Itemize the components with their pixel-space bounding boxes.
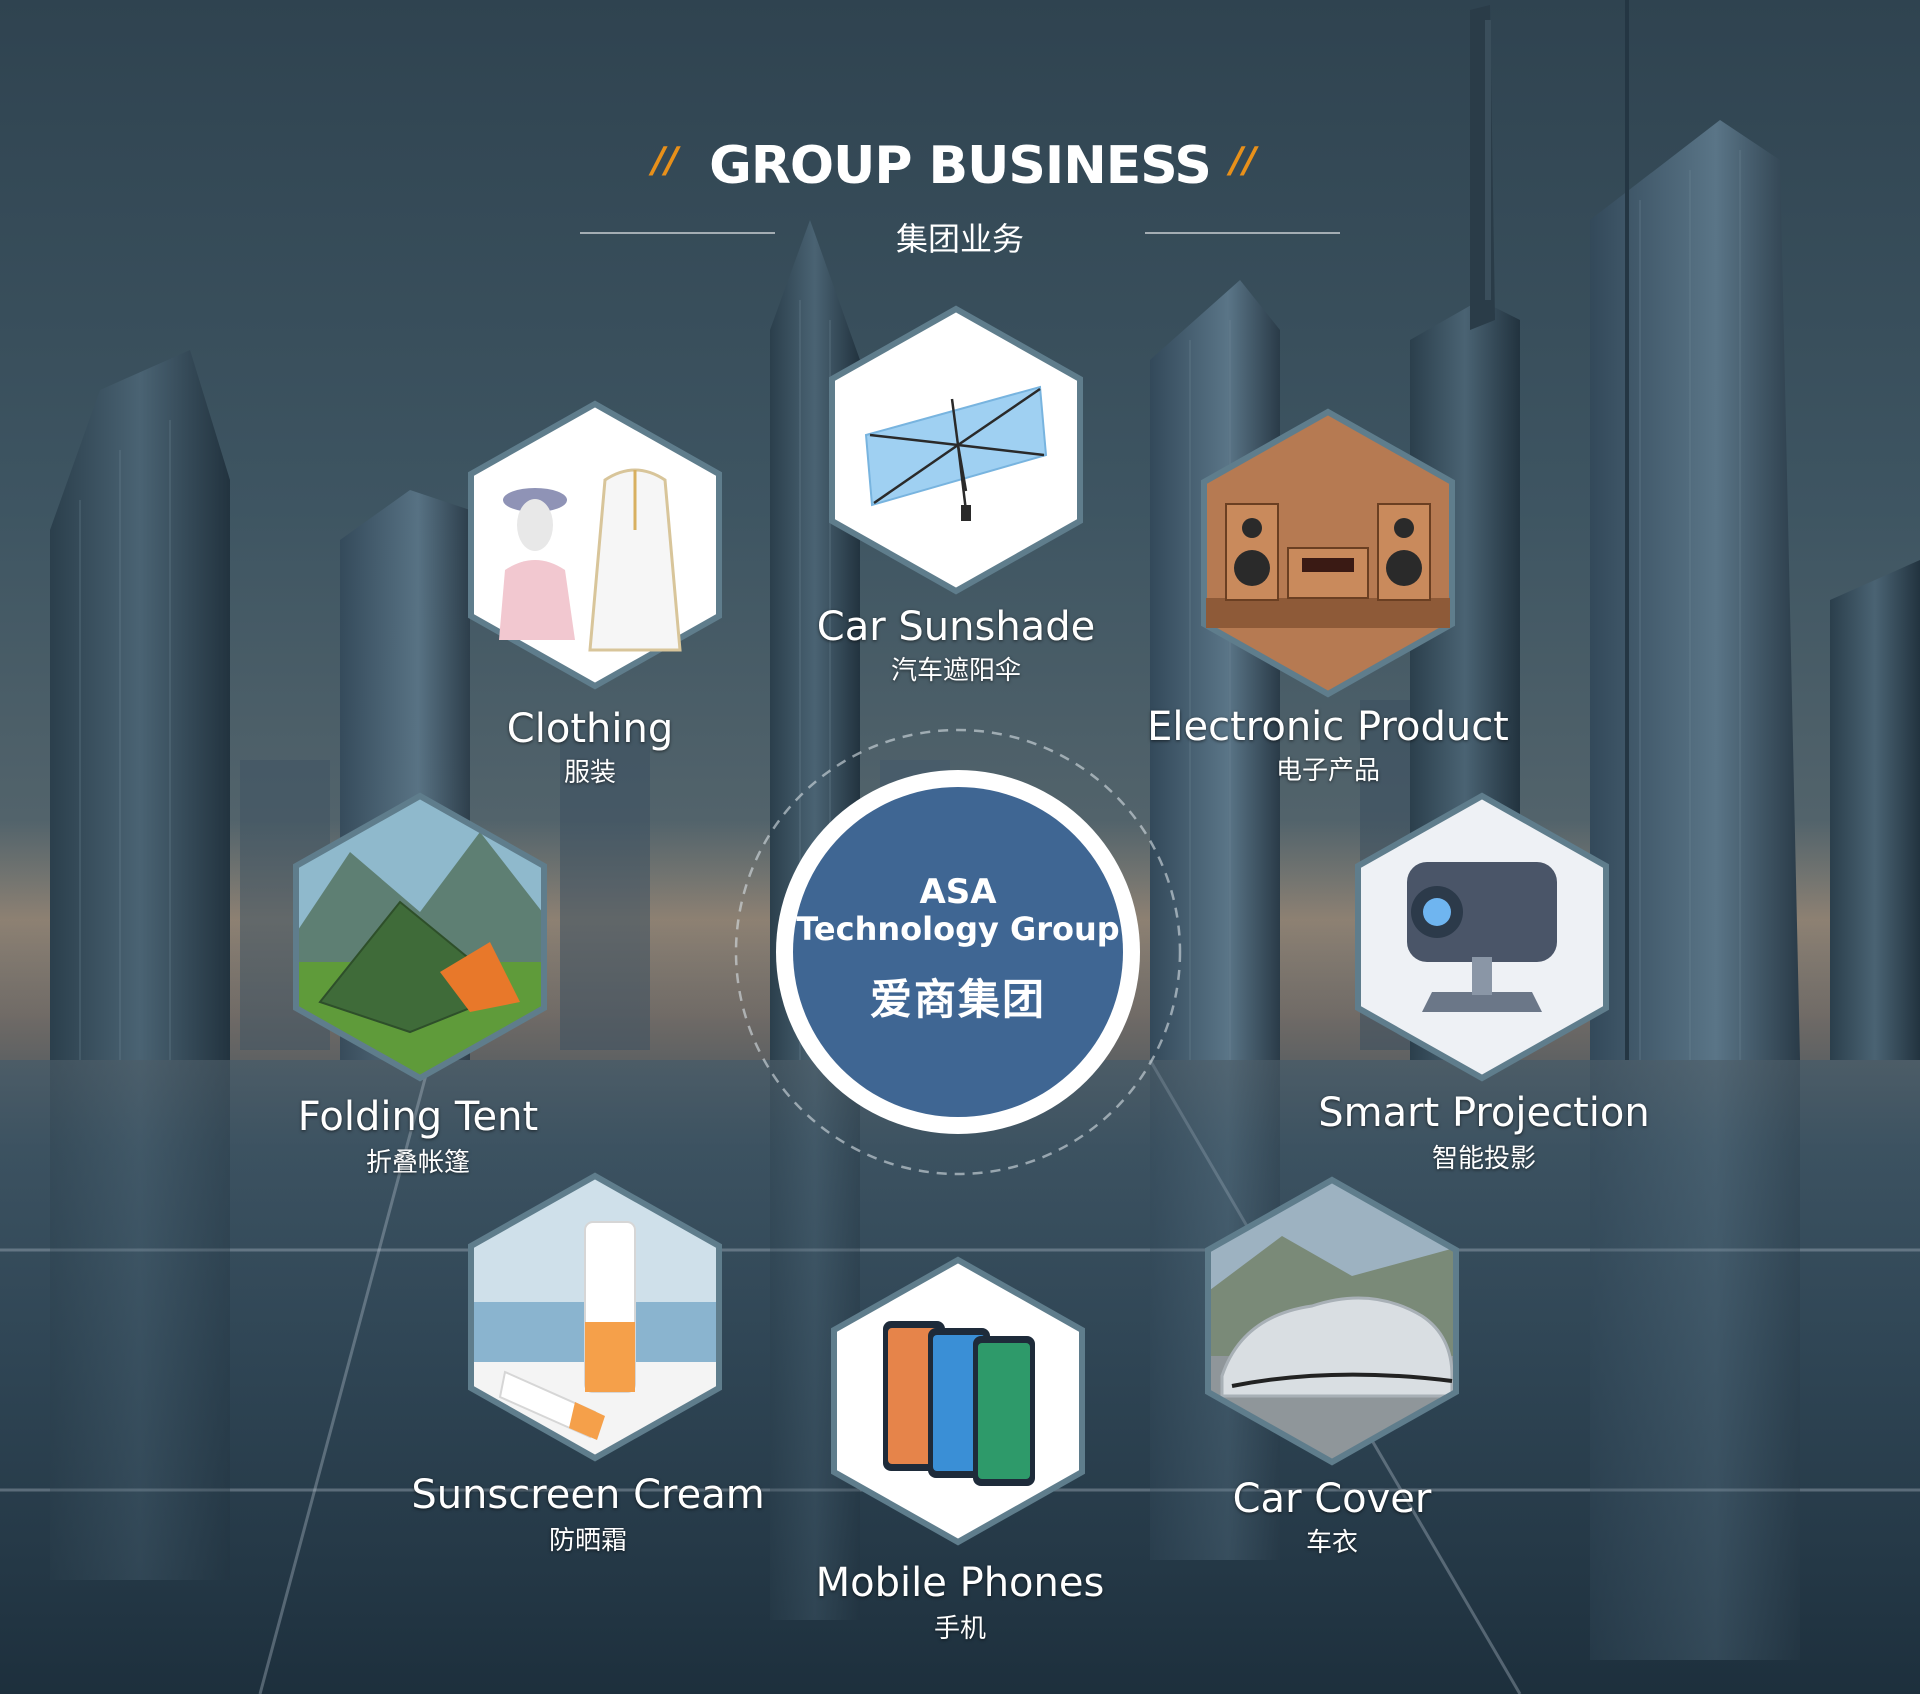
page-subtitle: 集团业务 bbox=[895, 220, 1024, 258]
item-label-en-smart-projection: Smart Projection bbox=[1318, 1090, 1650, 1136]
page-title: GROUP BUSINESS bbox=[709, 136, 1212, 196]
item-label-en-clothing: Clothing bbox=[506, 706, 674, 752]
item-label-cn-car-sunshade: 汽车遮阳伞 bbox=[890, 656, 1021, 686]
item-label-cn-mobile-phones: 手机 bbox=[933, 1614, 986, 1644]
item-label-en-car-sunshade: Car Sunshade bbox=[816, 604, 1096, 650]
item-label-cn-clothing: 服装 bbox=[563, 758, 616, 788]
item-label-en-electronic-product: Electronic Product bbox=[1147, 704, 1509, 750]
center-title-en-2: Technology Group bbox=[796, 910, 1120, 948]
center-title-cn: 爱商集团 bbox=[869, 975, 1046, 1024]
car-sunshade-image bbox=[829, 305, 1083, 595]
car-cover-image bbox=[1205, 1176, 1459, 1466]
clothing-image bbox=[468, 400, 722, 690]
subtitle-line-right bbox=[1145, 232, 1340, 234]
tent-image bbox=[293, 792, 547, 1082]
item-label-en-folding-tent: Folding Tent bbox=[297, 1094, 539, 1140]
center-title-en-1: ASA bbox=[919, 872, 997, 912]
item-label-cn-car-cover: 车衣 bbox=[1305, 1528, 1358, 1558]
item-label-cn-folding-tent: 折叠帐篷 bbox=[365, 1148, 470, 1178]
item-label-en-car-cover: Car Cover bbox=[1232, 1476, 1432, 1522]
mobile-phones-image bbox=[831, 1256, 1085, 1546]
sunscreen-image bbox=[468, 1172, 722, 1462]
item-label-cn-electronic-product: 电子产品 bbox=[1275, 756, 1380, 786]
subtitle-line-left bbox=[580, 232, 775, 234]
item-label-cn-smart-projection: 智能投影 bbox=[1431, 1144, 1536, 1174]
item-label-en-mobile-phones: Mobile Phones bbox=[815, 1560, 1105, 1606]
item-label-cn-sunscreen-cream: 防晒霜 bbox=[548, 1526, 627, 1556]
title-deco-right: // bbox=[1230, 140, 1257, 181]
item-label-en-sunscreen-cream: Sunscreen Cream bbox=[411, 1472, 765, 1518]
title-deco-left: // bbox=[652, 140, 679, 181]
header: // GROUP BUSINESS // 集团业务 bbox=[0, 0, 1920, 270]
speaker-system-image bbox=[1201, 408, 1455, 698]
projector-image bbox=[1355, 792, 1609, 1082]
